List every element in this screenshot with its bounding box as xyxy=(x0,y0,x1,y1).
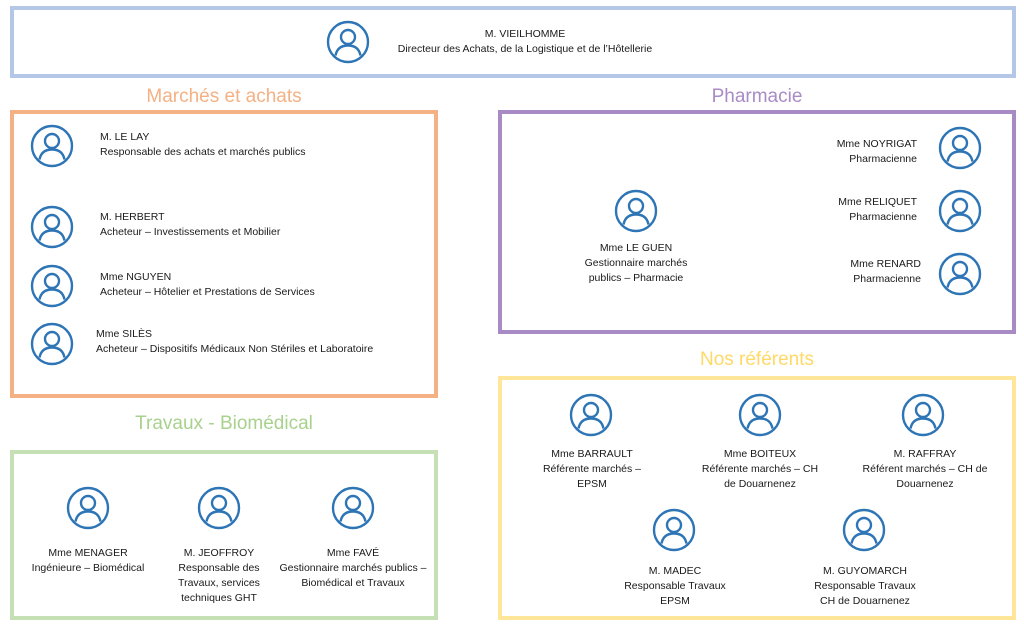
person-role: Ingénieure – Biomédical xyxy=(31,562,145,574)
person-role: publics – Pharmacie xyxy=(588,272,684,284)
person-role: Biomédical et Travaux xyxy=(301,577,405,589)
person-icon xyxy=(326,20,370,64)
person-icon xyxy=(569,393,613,437)
achats-box xyxy=(10,110,438,398)
person-role: Travaux, services xyxy=(178,577,260,589)
person-icon xyxy=(938,126,982,170)
pharmacie-main-card: Mme LE GUEN Gestionnaire marchés publics… xyxy=(566,241,706,286)
person-icon xyxy=(652,508,696,552)
person-icon xyxy=(842,508,886,552)
section-title-achats: Marchés et achats xyxy=(146,86,302,107)
person-role: Référente marchés – CH xyxy=(701,463,819,475)
person-role: Gestionnaire marchés xyxy=(584,257,688,269)
person-icon xyxy=(614,189,658,233)
travaux-person-card: Mme MENAGER Ingénieure – Biomédical xyxy=(14,546,162,576)
person-name: M. MADEC xyxy=(648,565,702,577)
person-icon xyxy=(331,486,375,530)
person-icon xyxy=(938,252,982,296)
person-name: Mme RELIQUET xyxy=(838,196,917,208)
person-icon xyxy=(30,124,74,168)
person-role: de Douarnenez xyxy=(724,478,796,490)
travaux-box xyxy=(10,450,438,620)
person-name: Mme BARRAULT xyxy=(551,448,633,460)
achats-person-card: M. LE LAY Responsable des achats et marc… xyxy=(100,130,305,160)
person-name: Mme NOYRIGAT xyxy=(836,138,917,150)
referents-box xyxy=(498,376,1016,620)
person-role: Pharmacienne xyxy=(853,273,921,285)
pharmacie-person-card: Mme RELIQUET Pharmacienne xyxy=(800,195,917,225)
person-icon xyxy=(30,205,74,249)
referents-person-card: M. RAFFRAY Référent marchés – CH de Doua… xyxy=(850,447,1000,492)
person-role: Gestionnaire marchés publics – xyxy=(279,562,427,574)
person-role: Référente marchés – xyxy=(542,463,642,475)
section-title-travaux: Travaux - Biomédical xyxy=(135,413,313,434)
person-name: Mme SILÈS xyxy=(96,328,153,340)
person-icon xyxy=(30,322,74,366)
travaux-person-card: M. JEOFFROY Responsable des Travaux, ser… xyxy=(159,546,279,606)
person-icon xyxy=(938,189,982,233)
person-icon xyxy=(901,393,945,437)
person-role: Pharmacienne xyxy=(849,153,917,165)
referents-person-card: Mme BOITEUX Référente marchés – CH de Do… xyxy=(690,447,830,492)
person-role: CH de Douarnenez xyxy=(820,595,910,607)
pharmacie-person-card: Mme NOYRIGAT Pharmacienne xyxy=(800,137,917,167)
person-role: Responsable des xyxy=(178,562,260,574)
section-title-referents: Nos référents xyxy=(699,349,815,370)
person-role: Acheteur – Hôtelier et Prestations de Se… xyxy=(100,286,315,298)
referents-person-card: M. GUYOMARCH Responsable Travaux CH de D… xyxy=(795,564,935,609)
achats-person-card: Mme NGUYEN Acheteur – Hôtelier et Presta… xyxy=(100,270,315,300)
person-name: Mme BOITEUX xyxy=(723,448,797,460)
pharmacie-person-card: Mme RENARD Pharmacienne xyxy=(800,257,921,287)
person-name: M. GUYOMARCH xyxy=(823,565,907,577)
person-name: Mme LE GUEN xyxy=(599,242,673,254)
pharmacie-box xyxy=(498,110,1016,334)
person-name: M. JEOFFROY xyxy=(183,547,255,559)
person-icon xyxy=(66,486,110,530)
person-role: Référent marchés – CH de xyxy=(862,463,988,475)
travaux-person-card: Mme FAVÉ Gestionnaire marchés publics – … xyxy=(272,546,434,591)
person-role: Responsable Travaux xyxy=(624,580,726,592)
director-box xyxy=(10,6,1016,78)
person-name: Mme RENARD xyxy=(850,258,921,270)
person-name: Mme FAVÉ xyxy=(326,547,380,559)
person-name: M. VIEILHOMME xyxy=(484,28,566,40)
person-icon xyxy=(30,264,74,308)
person-name: M. HERBERT xyxy=(100,211,165,223)
achats-person-card: M. HERBERT Acheteur – Investissements et… xyxy=(100,210,280,240)
person-role: Pharmacienne xyxy=(849,211,917,223)
referents-person-card: M. MADEC Responsable Travaux EPSM xyxy=(610,564,740,609)
section-title-pharmacie: Pharmacie xyxy=(711,86,803,107)
person-role: Douarnenez xyxy=(896,478,954,490)
person-role: EPSM xyxy=(660,595,690,607)
person-name: Mme MENAGER xyxy=(48,547,128,559)
person-name: Mme NGUYEN xyxy=(100,271,172,283)
person-role: Responsable Travaux xyxy=(814,580,916,592)
person-role: Acheteur – Investissements et Mobilier xyxy=(100,226,281,238)
director-card: M. VIEILHOMME Directeur des Achats, de l… xyxy=(380,27,670,57)
person-role: Acheteur – Dispositifs Médicaux Non Stér… xyxy=(96,343,374,355)
person-icon xyxy=(197,486,241,530)
person-role: EPSM xyxy=(577,478,607,490)
person-icon xyxy=(738,393,782,437)
person-role: Directeur des Achats, de la Logistique e… xyxy=(397,43,653,55)
referents-person-card: Mme BARRAULT Référente marchés – EPSM xyxy=(527,447,657,492)
achats-person-card: Mme SILÈS Acheteur – Dispositifs Médicau… xyxy=(96,327,373,357)
person-name: M. RAFFRAY xyxy=(893,448,957,460)
person-name: M. LE LAY xyxy=(100,131,150,143)
person-role: techniques GHT xyxy=(181,592,257,604)
person-role: Responsable des achats et marchés public… xyxy=(100,146,306,158)
